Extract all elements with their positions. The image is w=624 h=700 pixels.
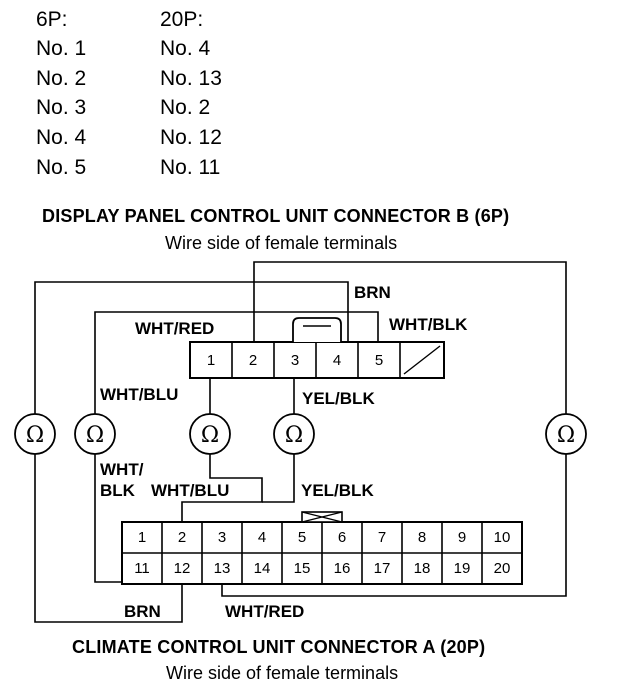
ohmmeters: Ω Ω Ω Ω Ω — [14, 413, 587, 455]
wire-label-yel-blk-mid: YEL/BLK — [301, 481, 374, 500]
connector-a-pin: 14 — [253, 560, 271, 577]
ohm-meter-4-icon: Ω — [273, 413, 315, 455]
connector-b-pin: 1 — [206, 351, 216, 369]
connector-a-pin: 11 — [134, 560, 150, 577]
connector-a-pin: 17 — [373, 560, 391, 577]
pin-map-6p-value: No. 4 — [36, 126, 87, 149]
wire-label-wht-blk-top: WHT/BLK — [389, 315, 468, 334]
pin-map-20p-value: No. 11 — [160, 156, 221, 179]
ohm-meter-3-icon: Ω — [189, 413, 231, 455]
connector-a-pin: 12 — [173, 560, 191, 577]
svg-text:Ω: Ω — [86, 423, 104, 448]
pin-map-6p-value: No. 2 — [36, 67, 87, 90]
wire-label-brn-top: BRN — [354, 283, 391, 302]
ohm-meter-1-icon: Ω — [14, 413, 56, 455]
connector-a-pin: 15 — [293, 560, 311, 577]
connector-a-pin: 3 — [217, 529, 227, 546]
connector-a-pin: 4 — [257, 529, 267, 546]
connector-a-pin: 20 — [493, 560, 511, 577]
connector-b-body — [189, 317, 445, 379]
pin-map-20p-value: No. 2 — [160, 96, 211, 119]
connector-b-pin: 4 — [332, 351, 342, 369]
wire-label-brn-bottom: BRN — [124, 602, 161, 621]
wire-label-wht-blu-mid: WHT/BLU — [151, 481, 230, 500]
connector-b-pin: 2 — [248, 351, 258, 369]
connector-a-pin: 7 — [377, 529, 387, 546]
ohm-meter-2-icon: Ω — [74, 413, 116, 455]
wire-label-wht-red-top: WHT/RED — [135, 319, 215, 338]
svg-text:Ω: Ω — [201, 423, 219, 448]
pin-map-header-20p: 20P: — [160, 8, 204, 31]
pin-map-6p-value: No. 1 — [36, 37, 87, 60]
wire-wht-blu-lower — [181, 454, 263, 522]
connector-a-pin: 2 — [177, 529, 187, 546]
connector-a-subtitle: Wire side of female terminals — [166, 663, 399, 683]
pin-map-20p-value: No. 12 — [160, 126, 222, 149]
svg-text:Ω: Ω — [285, 423, 303, 448]
connector-b-pin: 5 — [374, 351, 384, 369]
wire-label-wht-blk-left-line1: WHT/ — [100, 460, 144, 479]
connector-b-subtitle: Wire side of female terminals — [165, 233, 398, 253]
svg-text:Ω: Ω — [557, 423, 575, 448]
pin-map-header-6p: 6P: — [36, 8, 68, 31]
connector-b-pin: 3 — [290, 351, 300, 369]
wire-label-wht-blu-top: WHT/BLU — [100, 385, 179, 404]
pin-map-20p-value: No. 13 — [160, 67, 222, 90]
wire-label-yel-blk-top: YEL/BLK — [302, 389, 375, 408]
connector-a-pin: 13 — [213, 560, 231, 577]
wire-brn-lower — [34, 454, 183, 623]
wire-wht-red — [253, 261, 567, 414]
ohm-meter-5-icon: Ω — [545, 413, 587, 455]
pin-map-20p-value: No. 4 — [160, 37, 211, 60]
pin-map-6p-value: No. 3 — [36, 96, 87, 119]
connector-a-body — [121, 511, 523, 585]
connector-a-pin: 16 — [333, 560, 351, 577]
connector-a-pin: 1 — [137, 529, 147, 546]
connector-a-pin: 5 — [297, 529, 307, 546]
connector-b-title: DISPLAY PANEL CONTROL UNIT CONNECTOR B (… — [42, 206, 510, 226]
connector-a-title: CLIMATE CONTROL UNIT CONNECTOR A (20P) — [72, 637, 486, 657]
svg-text:Ω: Ω — [26, 423, 44, 448]
connector-a-pin: 18 — [413, 560, 431, 577]
connector-a-pin: 8 — [417, 529, 427, 546]
wire-wht-blk — [94, 311, 379, 414]
pin-map-6p-value: No. 5 — [36, 156, 87, 179]
connector-a-pin: 6 — [337, 529, 347, 546]
connector-a-pin: 9 — [457, 529, 467, 546]
connector-a-pin: 19 — [453, 560, 471, 577]
wire-label-wht-red-bottom: WHT/RED — [225, 602, 305, 621]
wire-label-wht-blk-left-line2: BLK — [100, 481, 135, 500]
wire-yel-blk-lower — [262, 454, 295, 503]
wire-wht-red-lower — [221, 454, 567, 597]
connector-a-pin: 10 — [493, 529, 511, 546]
